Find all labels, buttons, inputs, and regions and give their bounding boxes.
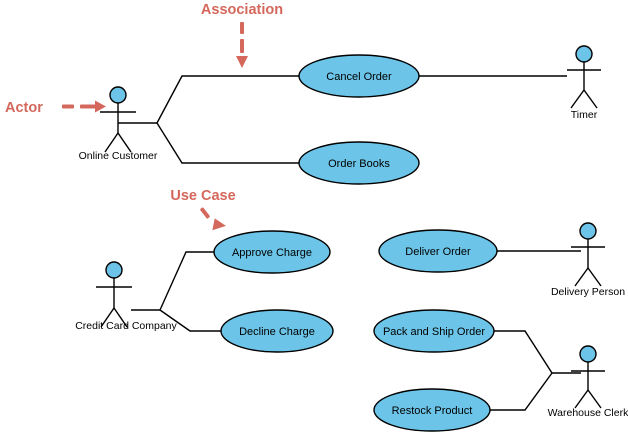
usecase-label: Cancel Order	[326, 71, 392, 83]
usecase-order-books[interactable]: Order Books	[298, 141, 420, 185]
actor-head-icon	[575, 45, 593, 63]
actor-warehouse-clerk[interactable]: Warehouse Clerk	[548, 345, 628, 419]
annotation-association: Association	[201, 2, 283, 68]
actor-label: Warehouse Clerk	[548, 407, 628, 419]
annotation-arrow-icon	[236, 22, 248, 68]
usecase-label: Pack and Ship Order	[383, 326, 485, 338]
annotations: Actor Association Use Case	[5, 2, 283, 231]
annotation-use-case: Use Case	[170, 188, 236, 231]
actor-leg-right	[583, 89, 598, 109]
association-line[interactable]	[490, 372, 553, 411]
usecase-label: Order Books	[328, 158, 390, 170]
actor-label: Online Customer	[79, 150, 158, 162]
actor-head-icon	[109, 86, 127, 104]
actor-head-icon	[105, 261, 123, 279]
usecase-deliver-order[interactable]: Deliver Order	[378, 229, 498, 273]
annotation-label: Use Case	[170, 188, 235, 204]
use-cases: Cancel Order Order Books Approve Charge …	[213, 54, 498, 432]
actors: Online Customer Timer Credit Card Compan…	[75, 45, 628, 419]
usecase-pack-and-ship-order[interactable]: Pack and Ship Order	[373, 309, 495, 353]
association-line[interactable]	[156, 75, 300, 124]
usecase-approve-charge[interactable]: Approve Charge	[213, 230, 331, 274]
usecase-label: Restock Product	[392, 405, 473, 417]
usecase-label: Deliver Order	[405, 246, 471, 258]
usecase-ellipse[interactable]	[298, 141, 420, 185]
actor-leg-right	[587, 267, 602, 287]
usecase-ellipse[interactable]	[298, 54, 420, 98]
actor-leg-left	[100, 307, 115, 328]
actor-label: Timer	[571, 109, 598, 121]
actor-delivery-person[interactable]: Delivery Person	[551, 222, 625, 298]
usecase-label: Approve Charge	[232, 247, 312, 259]
actor-leg-left	[574, 267, 589, 287]
association-line[interactable]	[494, 330, 581, 374]
actor-timer[interactable]: Timer	[567, 45, 601, 121]
annotation-arrow-icon	[200, 207, 226, 231]
annotation-label: Association	[201, 2, 283, 18]
annotation-arrow-icon	[62, 100, 106, 113]
annotation-actor: Actor	[5, 100, 106, 116]
usecase-ellipse[interactable]	[213, 230, 331, 274]
actor-leg-right	[113, 307, 128, 328]
association-line[interactable]	[159, 309, 221, 332]
actor-leg-left	[574, 389, 589, 409]
actor-head-icon	[579, 222, 597, 240]
association-line[interactable]	[156, 122, 300, 164]
actor-head-icon	[579, 345, 597, 363]
usecase-label: Decline Charge	[239, 326, 315, 338]
actor-credit-card-company[interactable]: Credit Card Company	[75, 261, 178, 332]
actor-label: Credit Card Company	[75, 320, 177, 332]
actor-leg-right	[117, 132, 132, 153]
usecase-ellipse[interactable]	[220, 309, 334, 353]
usecase-cancel-order[interactable]: Cancel Order	[298, 54, 420, 98]
usecase-ellipse[interactable]	[373, 388, 491, 432]
usecase-decline-charge[interactable]: Decline Charge	[220, 309, 334, 353]
actor-leg-left	[104, 132, 119, 153]
actor-online-customer[interactable]: Online Customer	[79, 86, 158, 162]
annotation-label: Actor	[5, 100, 43, 116]
association-line[interactable]	[159, 251, 216, 311]
actor-leg-left	[570, 89, 585, 109]
usecase-restock-product[interactable]: Restock Product	[373, 388, 491, 432]
usecase-ellipse[interactable]	[378, 229, 498, 273]
association-lines	[118, 75, 581, 411]
actor-leg-right	[587, 389, 602, 409]
usecase-ellipse[interactable]	[373, 309, 495, 353]
actor-label: Delivery Person	[551, 286, 625, 298]
